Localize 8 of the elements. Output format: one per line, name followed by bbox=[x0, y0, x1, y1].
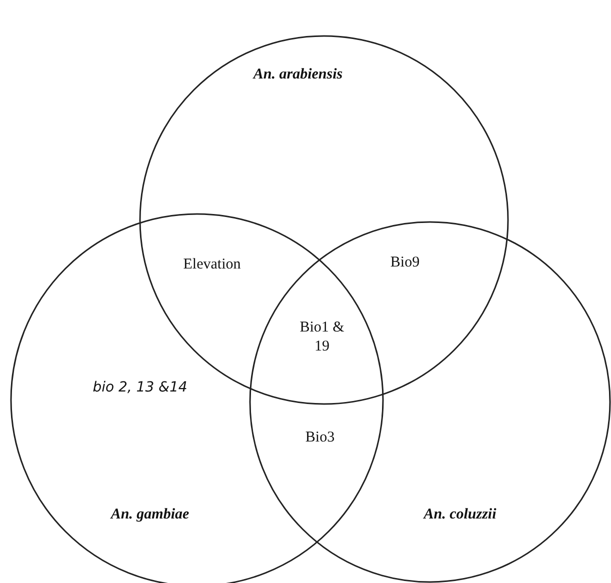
set-label: An. gambiae bbox=[110, 506, 190, 524]
region-label: Elevation bbox=[183, 256, 241, 274]
region-label: Bio9 bbox=[390, 254, 420, 272]
region-label: Bio3 bbox=[305, 428, 335, 448]
set-label: An. arabiensis bbox=[253, 66, 343, 84]
region-label: Bio1 & 19 bbox=[298, 318, 346, 356]
set-label: An. coluzzii bbox=[424, 506, 496, 524]
region-label: bio 2, 13 &14 bbox=[92, 379, 188, 397]
